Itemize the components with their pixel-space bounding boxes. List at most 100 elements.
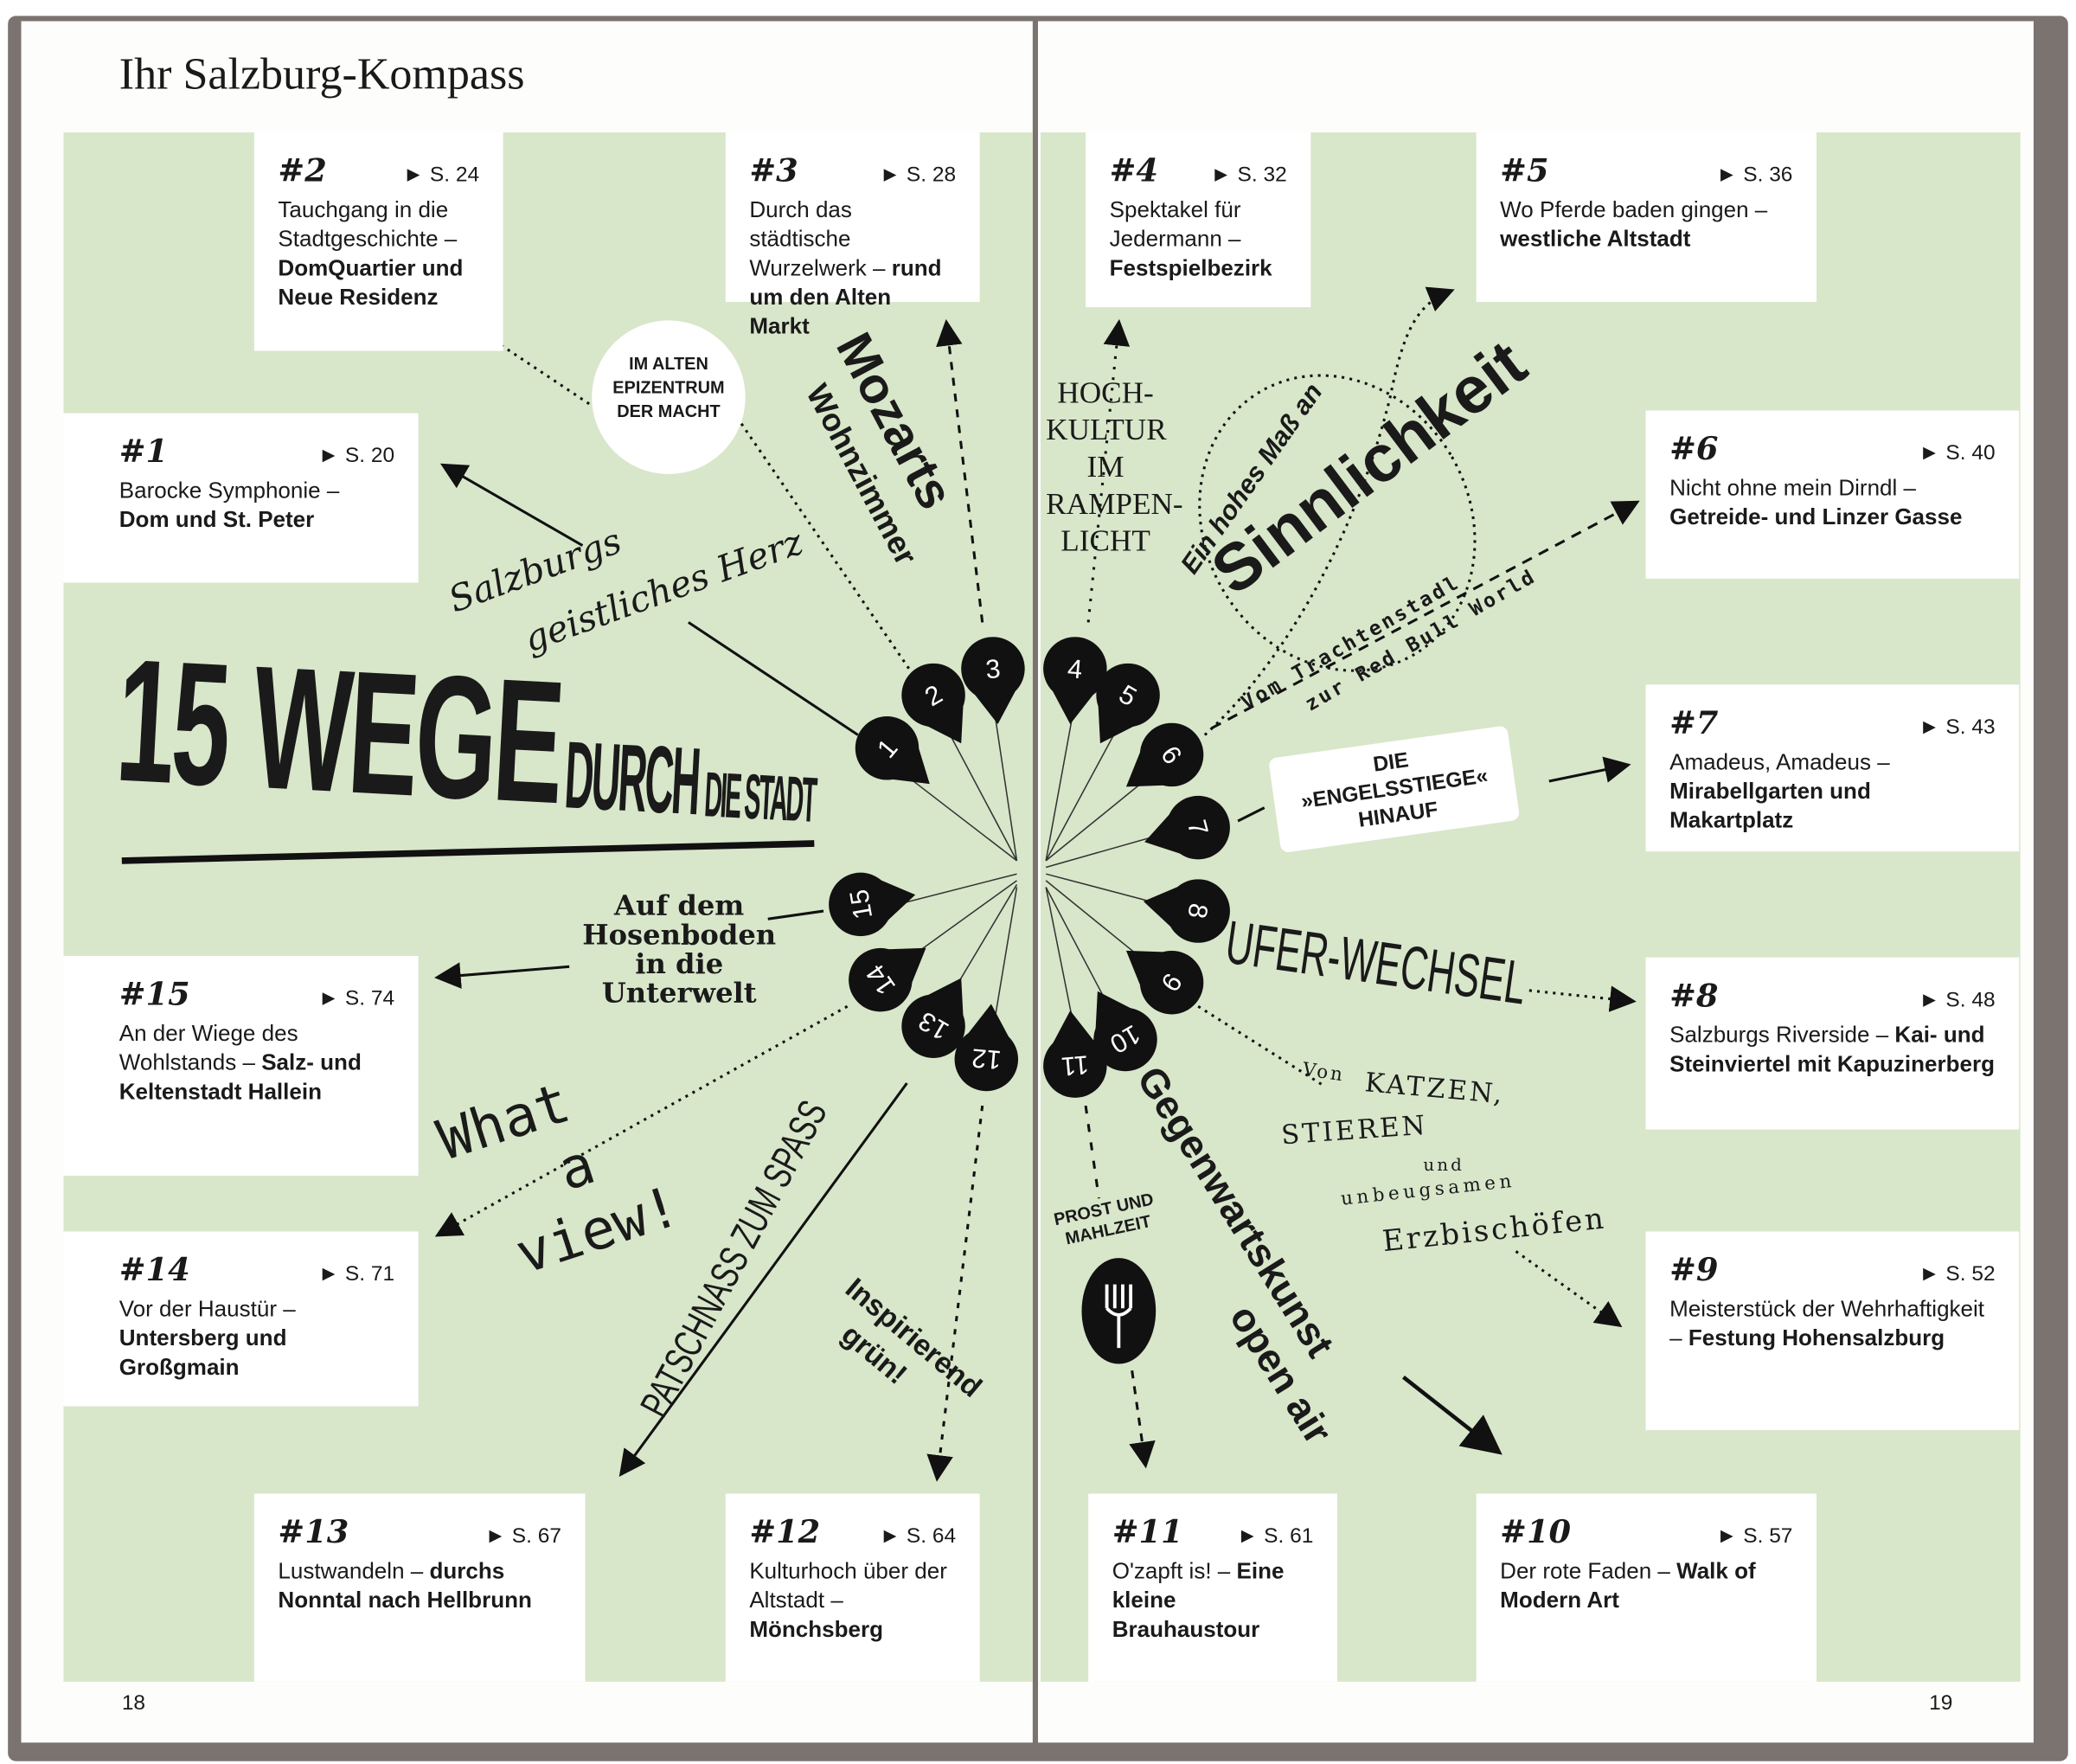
pin-3[interactable]: 3 — [961, 637, 1025, 724]
tour-number: #7 — [1669, 702, 1719, 742]
tour-description: Vor der Haustür – Untersberg und Großgma… — [119, 1295, 394, 1382]
pin-head — [1093, 1007, 1157, 1072]
pin-14[interactable]: 14 — [849, 947, 926, 1012]
pin-head — [901, 994, 965, 1058]
page-reference[interactable]: ► S. 40 — [1919, 442, 1996, 465]
tour-subtitle: Durch das städtische Wurzelwerk – — [749, 197, 886, 281]
tour-number: #12 — [749, 1511, 821, 1551]
pin-head — [1166, 879, 1230, 943]
page-reference[interactable]: ► S. 61 — [1237, 1525, 1314, 1549]
page-title: Ihr Salzburg-Kompass — [119, 50, 525, 99]
page-reference[interactable]: ► S. 64 — [879, 1525, 957, 1549]
page-reference[interactable]: ► S. 52 — [1919, 1263, 1996, 1286]
tour-location: Eine kleine Brauhaustour — [1112, 1558, 1285, 1642]
tour-location: DomQuartier und Neue Residenz — [278, 255, 464, 311]
tour-description: Salzburgs Riverside – Kai- und Steinvier… — [1669, 1021, 1996, 1079]
pin-12[interactable]: 12 — [954, 1004, 1019, 1092]
pin-15[interactable]: 15 — [829, 872, 916, 937]
tour-subtitle: Amadeus, Amadeus – — [1669, 749, 1890, 775]
tour-card-12[interactable]: #12 ► S. 64 Kulturhoch über der Altstadt –… — [725, 1493, 980, 1682]
page-reference[interactable]: ► S. 67 — [484, 1525, 561, 1549]
page-reference[interactable]: ► S. 71 — [317, 1263, 395, 1286]
page-reference[interactable]: ► S. 43 — [1919, 716, 1996, 740]
tour-description: Wo Pferde baden gingen – westliche Altst… — [1500, 196, 1792, 254]
pin-13[interactable]: 13 — [901, 978, 965, 1058]
pin-4[interactable]: 4 — [1043, 637, 1107, 724]
pin-head — [829, 872, 893, 937]
pin-8[interactable]: 8 — [1143, 879, 1230, 943]
pin-6[interactable]: 6 — [1125, 722, 1204, 787]
pin-11[interactable]: 11 — [1043, 1010, 1107, 1098]
tour-subtitle: Barocke Symphonie – — [119, 478, 340, 504]
page-reference[interactable]: ► S. 36 — [1716, 164, 1793, 187]
tour-description: Kulturhoch über der Altstadt – Mönchsber… — [749, 1557, 956, 1645]
page-reference[interactable]: ► S. 48 — [1919, 989, 1996, 1012]
tour-description: Tauchgang in die Stadtgeschichte – DomQu… — [278, 196, 479, 313]
tour-location: Dom und St. Peter — [119, 507, 315, 533]
page-reference[interactable]: ► S. 24 — [402, 164, 480, 187]
tour-subtitle: Spektakel für Jedermann – — [1109, 197, 1241, 252]
pin-head — [901, 663, 965, 728]
pin-10[interactable]: 10 — [1093, 991, 1157, 1072]
page-number-right: 19 — [1929, 1692, 1953, 1716]
pin-2[interactable]: 2 — [901, 663, 965, 744]
tour-location: Walk of Modern Art — [1500, 1558, 1756, 1613]
page-reference[interactable]: ► S. 20 — [317, 445, 395, 468]
tour-subtitle: Lustwandeln – — [278, 1558, 424, 1584]
pin-number: 12 — [971, 1042, 1003, 1074]
label-hochkultur: HOCH-KULTUR IM RAMPEN-LICHT — [1046, 375, 1183, 558]
pin-head — [1043, 637, 1107, 701]
pin-1[interactable]: 1 — [855, 716, 930, 785]
tour-number: #5 — [1500, 151, 1549, 189]
headline-durch: DURCH — [562, 722, 702, 836]
pin-7[interactable]: 7 — [1144, 795, 1230, 860]
tour-location: westliche Altstadt — [1500, 226, 1691, 252]
tour-subtitle: Vor der Haustür – — [119, 1296, 296, 1322]
pin-head — [961, 637, 1025, 701]
pin-head — [1139, 950, 1204, 1015]
tour-number: #10 — [1500, 1511, 1572, 1551]
tour-number: #11 — [1112, 1511, 1183, 1551]
page-reference[interactable]: ► S. 57 — [1716, 1525, 1793, 1549]
tour-subtitle: Meisterstück der Wehrhaftigkeit – — [1669, 1296, 1985, 1351]
tour-description: Der rote Faden – Walk of Modern Art — [1500, 1557, 1792, 1615]
tour-location: Kai- und Steinviertel mit Kapuzinerberg — [1669, 1022, 1996, 1077]
tour-card-10[interactable]: #10 ► S. 57 Der rote Faden – Walk of Moder… — [1476, 1493, 1816, 1682]
pin-9[interactable]: 9 — [1125, 950, 1204, 1015]
page-reference[interactable]: ► S. 32 — [1210, 164, 1287, 187]
pin-head — [855, 716, 919, 780]
tour-number: #15 — [119, 974, 190, 1013]
tour-subtitle: An der Wiege des Wohlstands – — [119, 1021, 298, 1075]
tour-location: durchs Nonntal nach Hellbrunn — [278, 1558, 532, 1613]
tour-location: Salz- und Keltenstadt Hallein — [119, 1049, 362, 1105]
label-und: und — [1423, 1156, 1464, 1177]
tour-number: #6 — [1669, 428, 1719, 468]
page-reference[interactable]: ► S. 74 — [317, 987, 395, 1010]
label-hosenboden: Auf dem Hosenboden in die Unterwelt — [582, 888, 777, 1010]
pin-number: 4 — [1067, 654, 1084, 684]
tour-number: #13 — [278, 1511, 349, 1551]
tour-card-5[interactable]: #5 ► S. 36 Wo Pferde baden gingen – westli… — [1476, 132, 1816, 302]
pin-5[interactable]: 5 — [1096, 663, 1160, 744]
page-reference[interactable]: ► S. 28 — [879, 164, 957, 187]
pin-head — [849, 947, 913, 1012]
tour-card-13[interactable]: #13 ► S. 67 Lustwandeln – durchs Nonntal n… — [253, 1493, 586, 1682]
tour-subtitle: Salzburgs Riverside – — [1669, 1022, 1889, 1048]
tour-location: Festung Hohensalzburg — [1688, 1325, 1945, 1351]
headline-15-wege: 15 WEGE — [112, 622, 566, 840]
pin-head — [1043, 1034, 1107, 1098]
pin-head — [954, 1027, 1019, 1092]
